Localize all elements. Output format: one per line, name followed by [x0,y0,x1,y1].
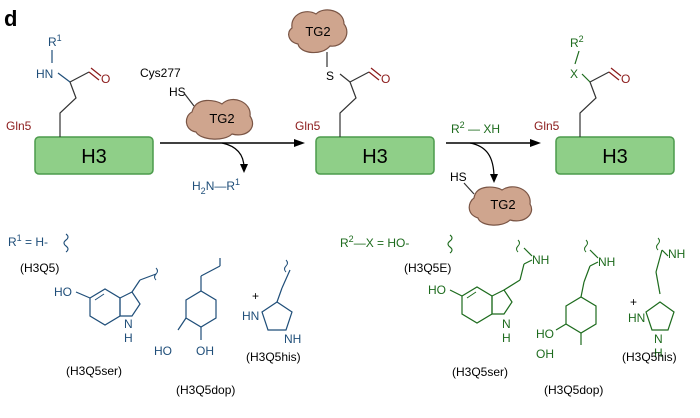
dop-ho-right: HO [536,327,554,341]
dop-nh-right: NH [598,255,615,269]
amide-bond-1 [57,72,71,83]
r1-definitions: R1 = H- (H3Q5) HO N H (H3Q5ser) HO OH [8,233,301,397]
ser-label-right: (H3Q5ser) [452,365,508,379]
dopamine-structure-left: HO OH (H3Q5dop) [154,258,235,397]
tg2-blob-1 [185,99,254,140]
gln5-label-3: Gln5 [534,119,560,133]
serotonin-structure-right: NH HO N H (H3Q5ser) [428,239,549,379]
ser-h-left: H [124,331,133,345]
x-label-3: X [570,67,578,81]
squiggle-bond-r2 [447,234,453,254]
release-arrow-2 [469,142,495,179]
glutamine-side-chain-1 [59,71,90,137]
dop-oh-right: OH [536,347,554,361]
carbonyl-o-3: O [621,72,630,86]
r1-label-1: R1 [48,33,62,49]
h3-label-3: H3 [602,146,628,168]
his-nh-top-right: NH [668,247,685,261]
histamine-structure-left: + HN NH (H3Q5his) [242,259,301,364]
his-nh-left: NH [284,332,301,346]
hs-label-2: HS [450,170,467,184]
stage-1-substrate: H3 Gln5 O HN R1 [6,33,154,175]
s-label-2: S [326,69,334,83]
his-plus-left: + [252,289,259,303]
gln5-label-2: Gln5 [295,119,321,133]
tg2-label-3: TG2 [490,197,515,212]
his-h-right: H [654,346,663,360]
squiggle-bond-r1 [63,233,69,253]
h3-box-3 [555,136,675,175]
stage-2-thioester-intermediate: H3 Gln5 O S TG2 [288,9,435,175]
tg2-blob-2 [288,9,348,54]
h3-box-1 [34,136,154,175]
cys277-label: Cys277 [140,66,181,80]
dop-ho1-left: HO [154,344,172,358]
tg2-blob-3 [468,186,533,226]
tg2-enzyme-1: Cys277 HS TG2 [140,66,254,140]
carbonyl-o-2: O [381,72,390,86]
dop-ho2-left: OH [196,344,214,358]
ser-nh-right: NH [532,253,549,267]
histamine-structure-right: NH + HN N H (H3Q5his) [622,237,685,364]
tg2-released: HS TG2 [450,170,533,226]
r2-label-3: R2 [570,34,584,50]
h3q5e-label: (H3Q5E) [404,261,451,275]
ser-label-left: (H3Q5ser) [66,364,122,378]
serotonin-structure-left: HO N H (H3Q5ser) [54,267,158,378]
reagent-label: R2 — XH [451,120,500,136]
h3-box-2 [315,136,435,175]
panel-label: d [4,6,17,31]
dop-label-right: (H3Q5dop) [544,383,603,397]
ser-h-right: H [502,331,511,345]
tg2-label-1: TG2 [209,111,234,126]
dopamine-structure-right: NH HO OH (H3Q5dop) [536,239,615,397]
stage-3-product: H3 Gln5 O X R2 [534,34,675,175]
his-hn-left: HN [242,309,259,323]
ser-n-left: N [124,317,133,331]
h3q5-label: (H3Q5) [20,261,59,275]
r2x-definitions: R2—X = HO- (H3Q5E) NH HO N H (H3Q5ser) [340,234,685,397]
nh-label-1: HN [36,67,53,81]
his-hn-right: HN [628,311,645,325]
tg2-label-2: TG2 [305,24,330,39]
carbonyl-o-1: O [101,72,110,86]
his-n-right: N [654,332,663,346]
ser-n-right: N [502,317,511,331]
h3-label-1: H3 [81,146,107,168]
dop-label-left: (H3Q5dop) [176,383,235,397]
his-plus-right: + [630,295,637,309]
r2x-def: R2—X = HO- [340,234,409,250]
r1-def: R1 = H- [8,233,48,249]
h3-label-2: H3 [362,146,388,168]
his-label-left: (H3Q5his) [246,350,301,364]
gln5-label-1: Gln5 [6,119,32,133]
ser-ho-left: HO [54,285,72,299]
hs-label-1: HS [169,85,186,99]
his-label-right: (H3Q5his) [622,350,677,364]
amine-byproduct: H2N—R1 [192,177,240,196]
ser-ho-right: HO [428,283,446,297]
